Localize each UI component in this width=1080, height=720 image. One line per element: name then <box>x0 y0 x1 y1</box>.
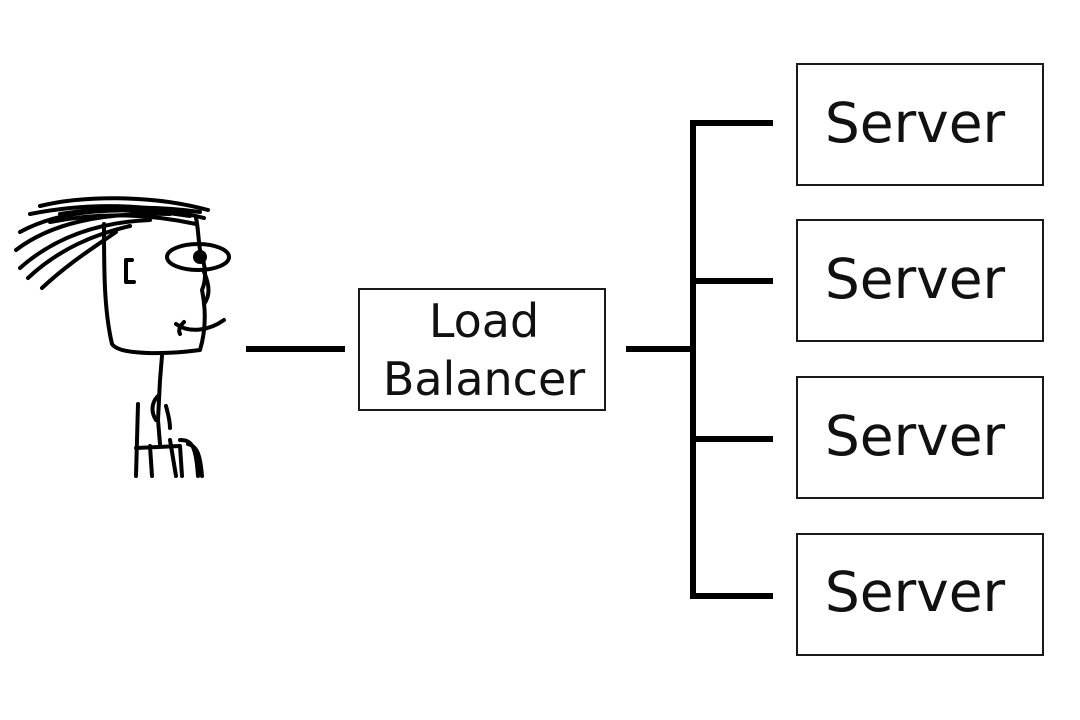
body <box>156 354 164 446</box>
server-box <box>796 376 1044 499</box>
server-node-4: Server <box>796 533 1044 656</box>
face-outline <box>102 216 208 356</box>
server-node-1: Server <box>796 63 1044 186</box>
eye <box>165 242 231 272</box>
load-balancer-box <box>358 288 606 411</box>
server-label: Server <box>825 404 1006 468</box>
mouth <box>174 318 226 336</box>
server-box <box>796 219 1044 342</box>
server-box <box>796 533 1044 656</box>
nose <box>202 270 211 306</box>
ear <box>124 258 136 284</box>
load-balancer-node: Load Balancer <box>358 288 606 411</box>
server-node-3: Server <box>796 376 1044 499</box>
server-node-2: Server <box>796 219 1044 342</box>
hair <box>14 196 210 290</box>
server-box <box>796 63 1044 186</box>
server-label: Server <box>825 247 1006 311</box>
load-balancer-label-line1: Load <box>429 294 539 348</box>
server-label: Server <box>825 91 1006 155</box>
load-balancer-label-line2: Balancer <box>383 352 585 406</box>
stick-figure-user-icon <box>14 196 231 478</box>
pupil <box>193 250 207 264</box>
arm <box>150 394 172 430</box>
server-label: Server <box>825 560 1006 624</box>
chair <box>134 402 204 478</box>
